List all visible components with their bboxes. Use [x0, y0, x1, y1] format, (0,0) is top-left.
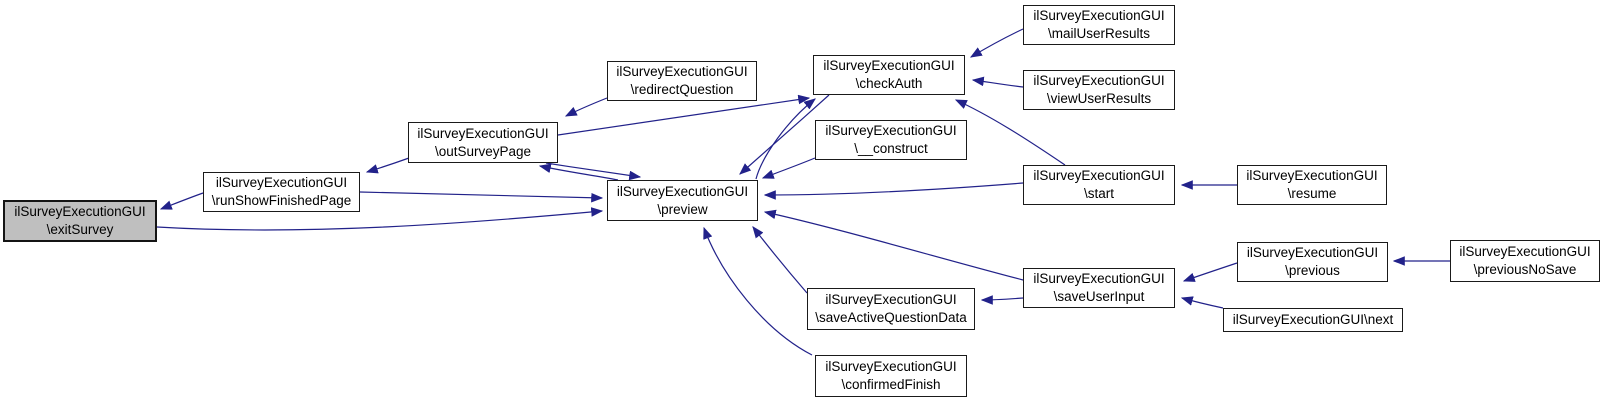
node-run-show-finished-page[interactable]: ilSurveyExecutionGUI \runShowFinishedPag… [203, 172, 360, 212]
node-class-label: ilSurveyExecutionGUI [417, 125, 549, 141]
node-class-label: ilSurveyExecutionGUI [1246, 168, 1378, 183]
node-method-label: \runShowFinishedPage [211, 193, 352, 208]
node-class-label: ilSurveyExecutionGUI [215, 175, 348, 190]
edge-runShowFinishedPage-to-exitSurvey [159, 192, 204, 210]
edge-start-to-checkAuth [954, 99, 1066, 166]
node-method-label: \saveActiveQuestionData [815, 310, 967, 325]
node-method-label: \confirmedFinish [841, 377, 941, 392]
node-class-label: ilSurveyExecutionGUI [1033, 73, 1165, 88]
node-save-user-input[interactable]: ilSurveyExecutionGUI \saveUserInput [1023, 268, 1175, 308]
edge-exitSurvey-to-preview [156, 207, 604, 231]
edge-preview-to-checkAuth [755, 98, 816, 180]
node-construct[interactable]: ilSurveyExecutionGUI \__construct [815, 120, 967, 160]
node-label: ilSurveyExecutionGUI\next [1232, 312, 1394, 327]
node-class-label: ilSurveyExecutionGUI [1033, 271, 1165, 286]
node-mail-user-results[interactable]: ilSurveyExecutionGUI \mailUserResults [1023, 5, 1175, 45]
node-method-label: \mailUserResults [1047, 26, 1151, 41]
node-class-label: ilSurveyExecutionGUI [14, 204, 146, 219]
node-method-label: \viewUserResults [1046, 91, 1152, 106]
node-check-auth[interactable]: ilSurveyExecutionGUI \checkAuth [813, 55, 965, 95]
node-view-user-results[interactable]: ilSurveyExecutionGUI \viewUserResults [1023, 70, 1175, 110]
node-resume[interactable]: ilSurveyExecutionGUI \resume [1237, 165, 1387, 205]
node-method-label: \resume [1287, 186, 1337, 201]
edge-saveUserInput-to-preview [763, 209, 1024, 281]
node-method-label: \previous [1285, 263, 1340, 278]
node-method-label: \preview [657, 201, 708, 217]
node-class-label: ilSurveyExecutionGUI [616, 183, 749, 199]
node-class-label: ilSurveyExecutionGUI [1033, 8, 1165, 23]
edge-previous-to-saveUserInput [1182, 262, 1238, 282]
node-method-label: \redirectQuestion [630, 82, 734, 97]
node-class-label: ilSurveyExecutionGUI [823, 58, 955, 73]
edge-construct-to-preview [761, 157, 816, 179]
node-method-label: \previousNoSave [1473, 262, 1577, 277]
node-save-active-question-data[interactable]: ilSurveyExecutionGUI \saveActiveQuestion… [807, 288, 975, 330]
node-confirmed-finish[interactable]: ilSurveyExecutionGUI \confirmedFinish [815, 355, 967, 397]
node-class-label: ilSurveyExecutionGUI [825, 123, 957, 138]
node-redirect-question[interactable]: ilSurveyExecutionGUI \redirectQuestion [607, 61, 757, 101]
edge-start-to-preview [763, 182, 1024, 200]
node-class-label: ilSurveyExecutionGUI [616, 64, 748, 79]
edge-outSurveyPage-to-checkAuth [557, 94, 811, 136]
node-method-label: \outSurveyPage [434, 143, 532, 159]
node-exit-survey: ilSurveyExecutionGUI \exitSurvey [3, 200, 157, 242]
node-method-label: \exitSurvey [46, 222, 114, 237]
edge-preview-to-outSurveyPage [538, 163, 619, 181]
edge-checkAuth-to-preview [739, 94, 830, 175]
node-class-label: ilSurveyExecutionGUI [1246, 245, 1379, 260]
node-preview[interactable]: ilSurveyExecutionGUI \preview [607, 180, 758, 221]
edge-confirmedFinish-to-preview [703, 226, 813, 356]
edge-outSurveyPage-to-runShowFinishedPage [365, 157, 410, 174]
node-method-label: \checkAuth [855, 76, 923, 91]
node-method-label: \__construct [854, 141, 928, 156]
node-class-label: ilSurveyExecutionGUI [1459, 244, 1591, 259]
edge-saveActiveQuestionData-to-preview [752, 226, 808, 294]
edge-viewUserResults-to-checkAuth [971, 76, 1024, 88]
node-method-label: \start [1083, 186, 1114, 201]
node-next[interactable]: ilSurveyExecutionGUI\next [1223, 308, 1403, 332]
node-previous[interactable]: ilSurveyExecutionGUI \previous [1237, 242, 1388, 282]
node-previous-no-save[interactable]: ilSurveyExecutionGUI \previousNoSave [1450, 240, 1600, 282]
edge-redirectQuestion-to-outSurveyPage [564, 97, 608, 117]
node-out-survey-page[interactable]: ilSurveyExecutionGUI \outSurveyPage [408, 122, 558, 163]
node-start[interactable]: ilSurveyExecutionGUI \start [1023, 165, 1175, 205]
node-method-label: \saveUserInput [1053, 289, 1145, 304]
edge-next-to-saveUserInput [1180, 296, 1224, 309]
edge-mailUserResults-to-checkAuth [969, 28, 1024, 58]
edge-runShowFinishedPage-to-preview [359, 191, 604, 203]
node-class-label: ilSurveyExecutionGUI [825, 292, 957, 307]
edge-saveUserInput-to-saveActiveQuestionData [980, 295, 1024, 305]
node-class-label: ilSurveyExecutionGUI [1033, 168, 1165, 183]
edge-outSurveyPage-to-preview [545, 162, 642, 181]
node-class-label: ilSurveyExecutionGUI [825, 359, 957, 374]
